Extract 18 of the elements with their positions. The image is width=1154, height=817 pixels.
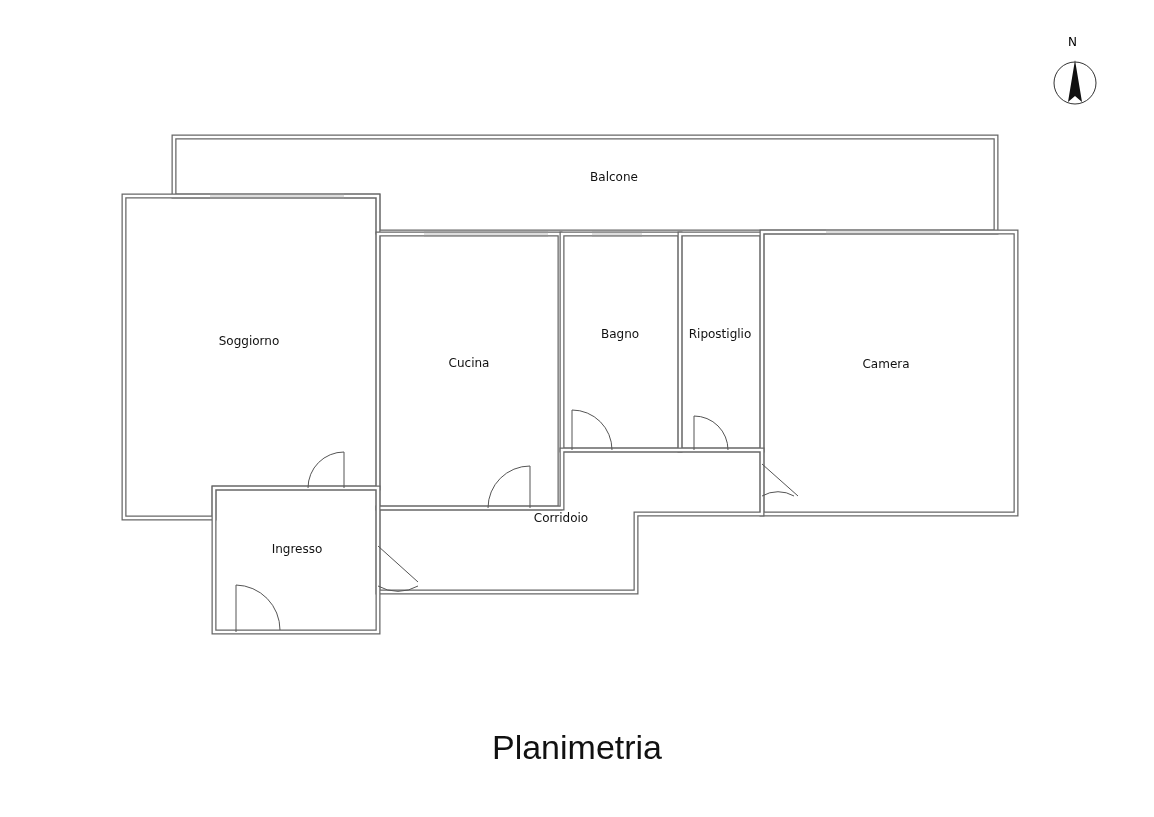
room-outline: [680, 234, 762, 450]
room-outline: [124, 196, 378, 518]
room-label: Ingresso: [271, 542, 323, 556]
room-outline: [762, 232, 1016, 514]
room-label: Ripostiglio: [688, 327, 752, 341]
room-outline: [378, 234, 560, 508]
room-label: Cucina: [448, 356, 490, 370]
room-label: Bagno: [600, 327, 640, 341]
title: Planimetria: [491, 728, 663, 766]
compass-label: N: [1068, 35, 1077, 49]
room-label: Soggiorno: [218, 334, 280, 348]
room-outline: [562, 234, 680, 450]
room-label: Camera: [862, 357, 910, 371]
room-outline: [378, 450, 762, 592]
room-label: Corridoio: [533, 511, 589, 525]
room-outline: [214, 488, 378, 632]
room-outline: [174, 137, 996, 232]
room-label: Balcone: [590, 170, 638, 184]
